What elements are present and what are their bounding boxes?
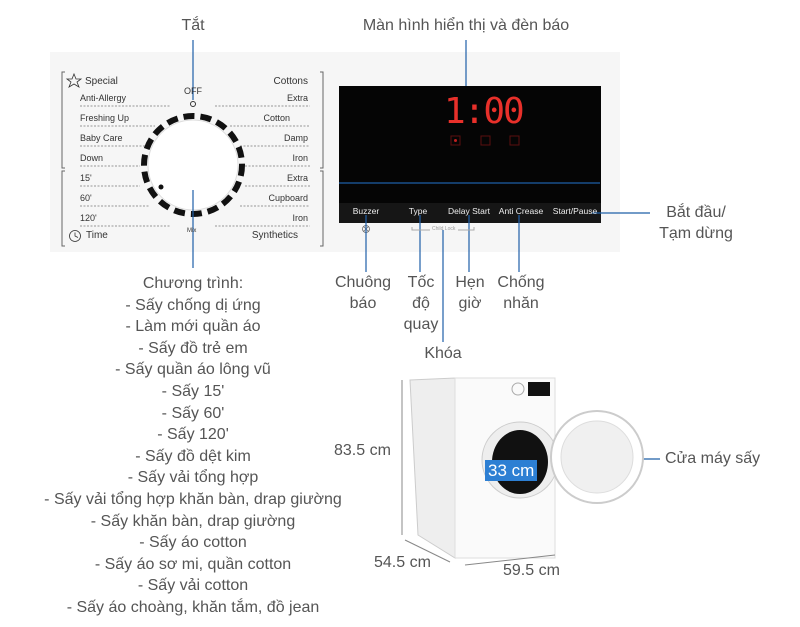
indicator-lights xyxy=(450,135,520,146)
start-pause-callout-2: Tạm dừng xyxy=(659,225,733,242)
cottons-group-label: Cottons xyxy=(273,76,308,87)
program-iron-cotton: Iron xyxy=(292,153,308,163)
clock-icon xyxy=(69,230,81,242)
program-leader-lines xyxy=(80,105,310,227)
program-freshing-up: Freshing Up xyxy=(80,113,130,123)
program-60: 60' xyxy=(80,193,92,203)
synthetics-group-label: Synthetics xyxy=(251,230,298,241)
delay-start-button[interactable]: Delay Start xyxy=(447,206,491,216)
buzzer-callout-1: Chuông xyxy=(334,274,392,291)
program-list-item: - Sấy 15' xyxy=(161,382,225,400)
delay-callout-1: Hẹn xyxy=(455,274,485,291)
program-cotton: Cotton xyxy=(263,113,290,123)
program-list-item: - Sấy chống dị ứng xyxy=(125,296,261,314)
star-icon xyxy=(65,72,83,88)
program-list-item: - Sấy quần áo lông vũ xyxy=(115,361,271,379)
program-list-item: - Sấy áo cotton xyxy=(139,534,247,552)
dryer-illustration xyxy=(409,377,644,559)
program-list-item: - Sấy 120' xyxy=(157,426,229,444)
buzzer-callout-2: báo xyxy=(349,295,377,312)
type-button[interactable]: Type xyxy=(408,206,428,216)
dimension-lines xyxy=(401,380,556,566)
program-extra-synthetic: Extra xyxy=(286,173,308,183)
program-down: Down xyxy=(80,153,104,163)
button-strip xyxy=(339,203,601,223)
program-list-item: - Sấy vải cotton xyxy=(137,577,249,595)
door-callout: Cửa máy sấy xyxy=(665,450,761,467)
program-list-item: - Làm mới quần áo xyxy=(125,318,261,336)
program-baby-care: Baby Care xyxy=(80,133,123,143)
program-iron-synthetic: Iron xyxy=(292,213,308,223)
program-list-item: - Sấy 60' xyxy=(161,404,225,422)
special-group-label: Special xyxy=(85,76,118,87)
anti-crease-callout-2: nhăn xyxy=(503,295,539,312)
program-extra-cotton: Extra xyxy=(286,93,308,103)
buzzer-button[interactable]: Buzzer xyxy=(352,206,380,216)
program-anti-allergy: Anti-Allergy xyxy=(80,93,127,103)
height-dimension: 83.5 cm xyxy=(334,442,391,459)
program-list-item: - Sấy khăn bàn, drap giường xyxy=(90,512,296,530)
off-callout: Tắt xyxy=(181,17,205,34)
off-label: OFF xyxy=(184,86,202,96)
program-15: 15' xyxy=(80,173,92,183)
lock-callout: Khóa xyxy=(424,345,462,362)
program-list-item: - Sấy đồ dệt kim xyxy=(135,447,251,465)
type-callout-3: quay xyxy=(403,316,439,333)
dial-pointer xyxy=(158,184,164,190)
program-damp: Damp xyxy=(283,133,308,143)
display-callout: Màn hình hiển thị và đèn báo xyxy=(362,17,570,34)
type-callout-1: Tốc xyxy=(407,274,435,291)
type-callout-2: độ xyxy=(412,295,430,312)
door-diameter-badge: 33 cm xyxy=(485,460,538,481)
width-dimension: 59.5 cm xyxy=(503,562,560,579)
program-list-item: - Sấy áo sơ mi, quần cotton xyxy=(94,555,292,573)
depth-dimension: 54.5 cm xyxy=(374,554,431,571)
delay-callout-2: giờ xyxy=(458,295,482,312)
display-screen xyxy=(339,86,601,223)
display-time: 1:00 xyxy=(444,91,525,132)
off-marker xyxy=(190,101,196,107)
start-pause-button[interactable]: Start/Pause xyxy=(552,206,598,216)
program-group-brackets xyxy=(61,71,324,247)
program-list-item: - Sấy đồ trẻ em xyxy=(138,339,248,357)
child-lock-label: Child Lock xyxy=(432,226,456,232)
program-cupboard: Cupboard xyxy=(268,193,308,203)
mix-label: Mix xyxy=(187,228,197,234)
anti-crease-callout-1: Chống xyxy=(497,274,545,291)
program-list-item: - Sấy áo choàng, khăn tắm, đồ jean xyxy=(66,598,320,616)
time-group-label: Time xyxy=(86,230,108,241)
program-120: 120' xyxy=(80,213,97,223)
anti-crease-button[interactable]: Anti Crease xyxy=(498,206,544,216)
program-list: Chương trình: - Sấy chống dị ứng - Làm mớ… xyxy=(44,273,342,619)
start-pause-callout-1: Bắt đầu/ xyxy=(666,204,726,221)
program-list-item: - Sấy vải tổng hợp khăn bàn, drap giường xyxy=(44,490,342,508)
program-list-title: Chương trình: xyxy=(142,275,244,292)
program-list-item: - Sấy vải tổng hợp xyxy=(127,469,259,487)
